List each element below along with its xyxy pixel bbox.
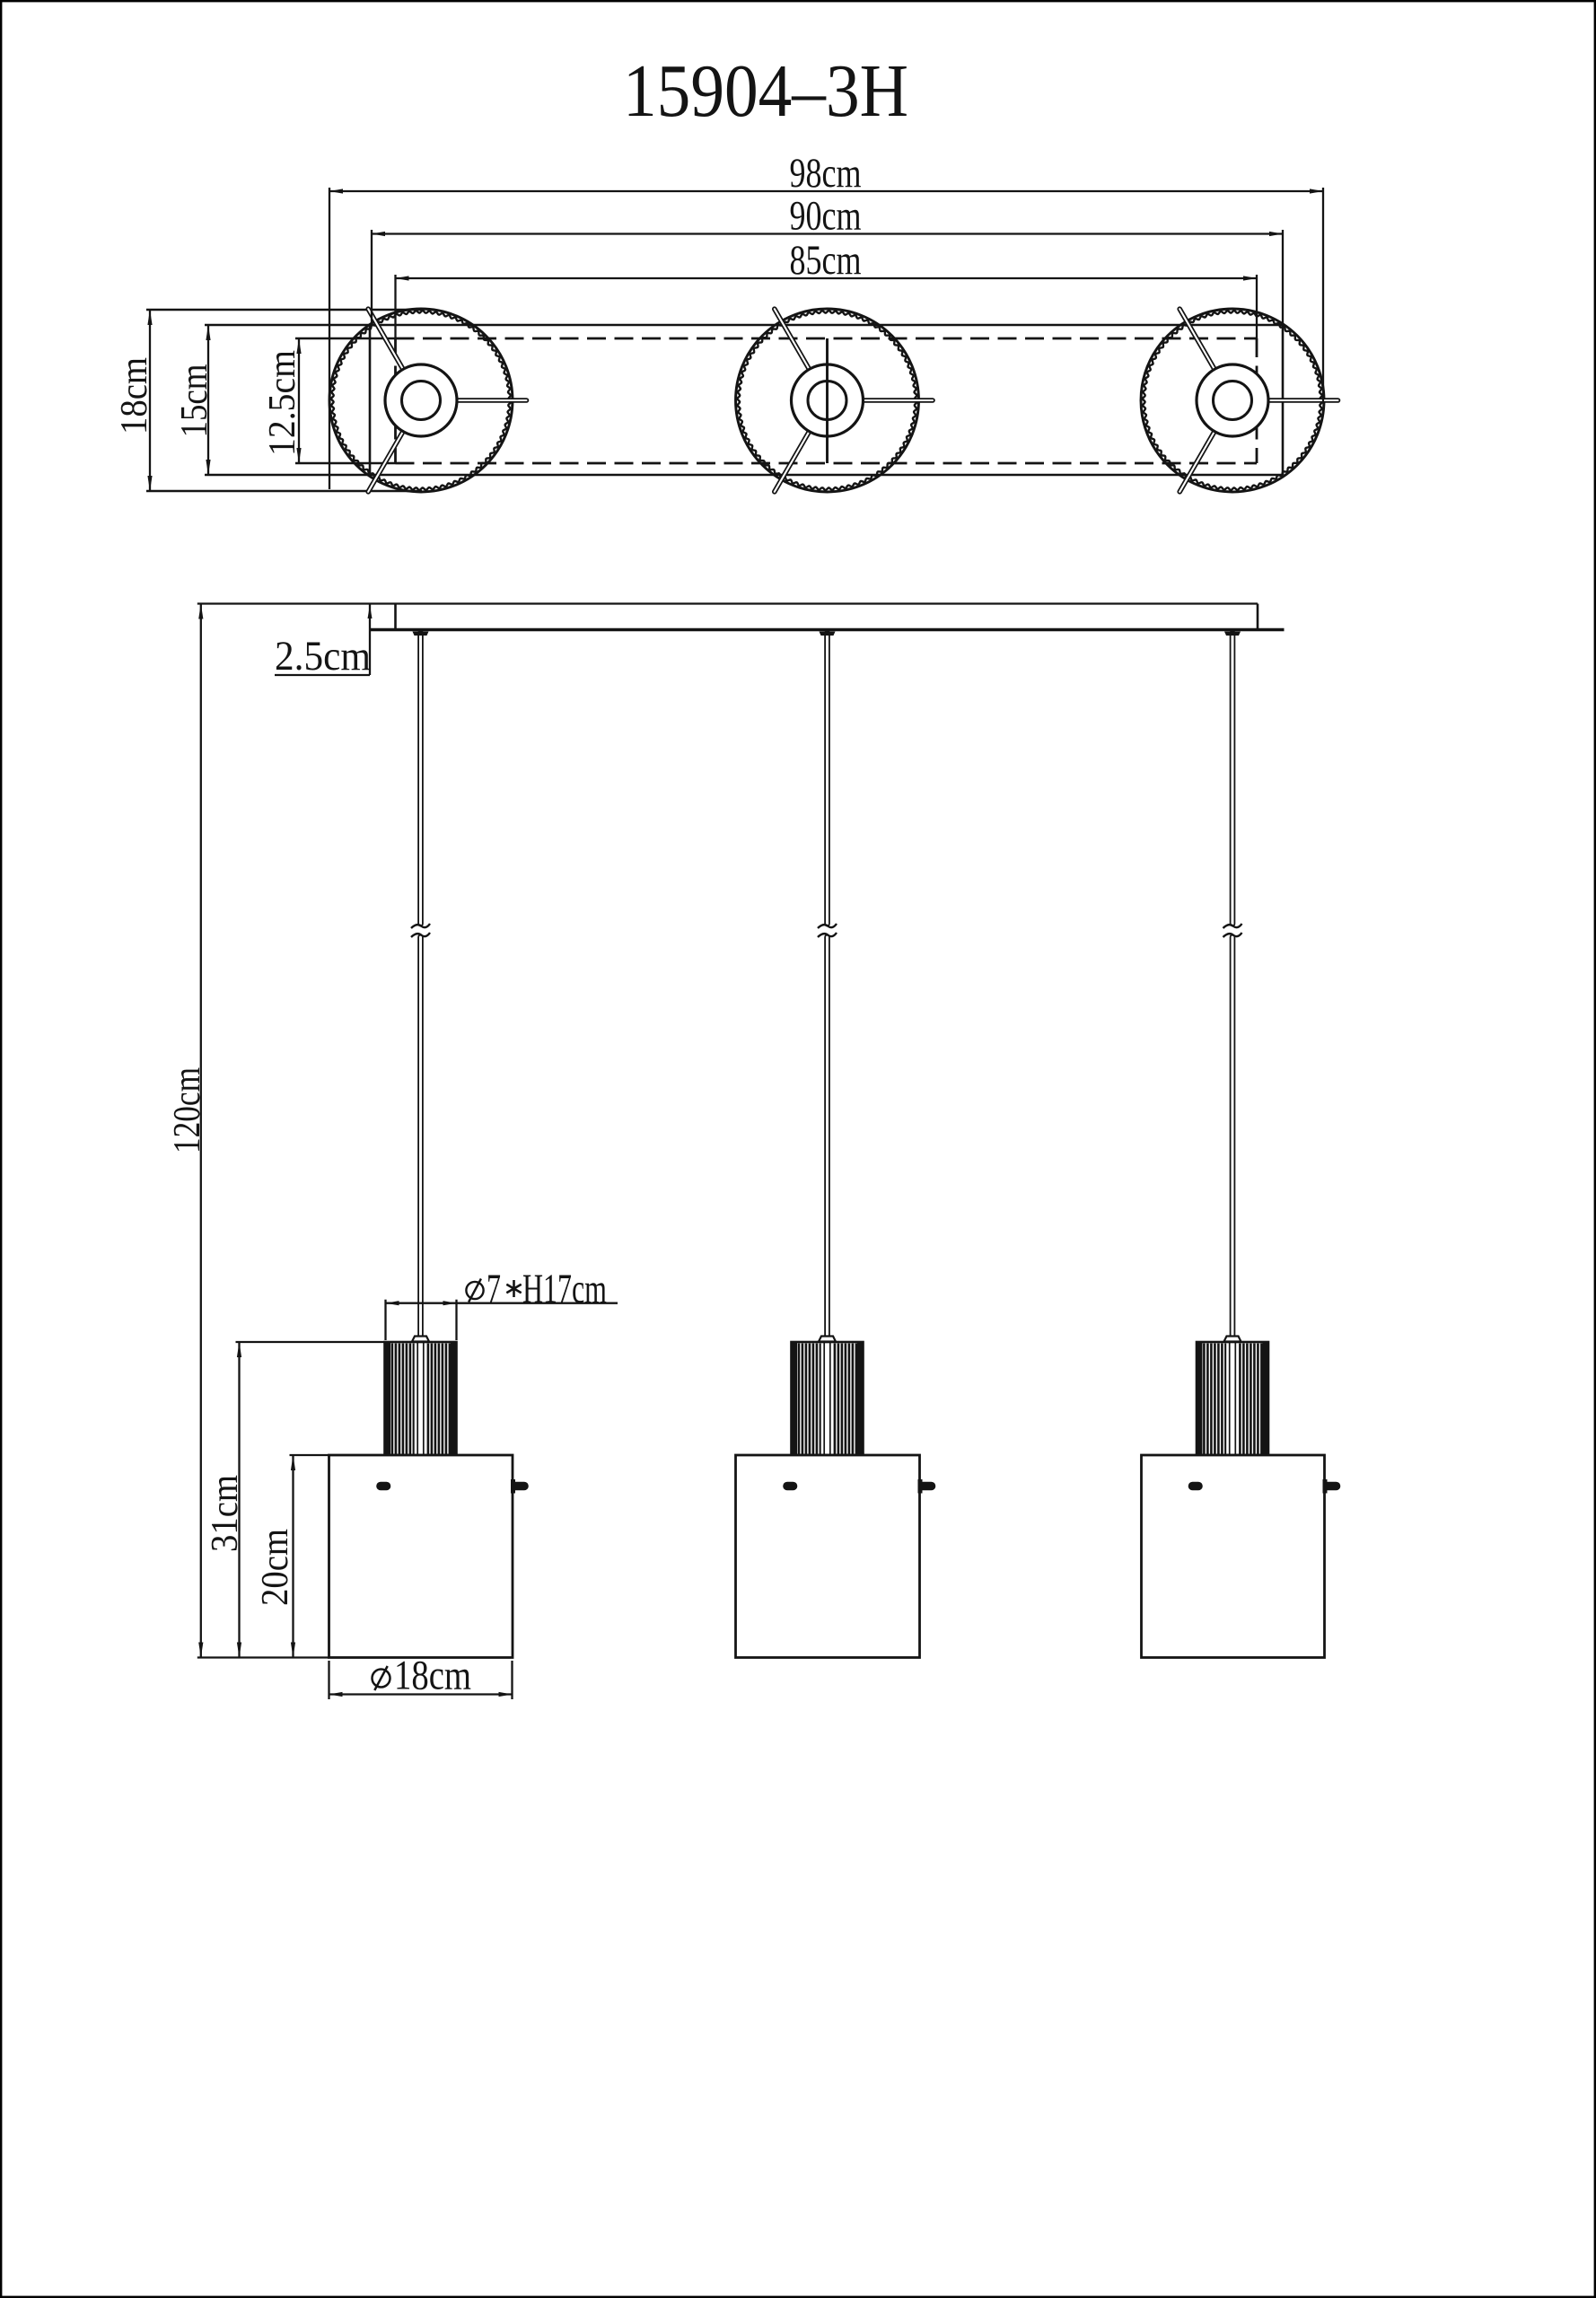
svg-text:98cm: 98cm <box>790 150 862 197</box>
svg-text:20cm: 20cm <box>255 1529 296 1606</box>
svg-text:18cm: 18cm <box>394 1653 471 1699</box>
svg-text:12.5cm: 12.5cm <box>262 350 303 456</box>
svg-text:120cm: 120cm <box>167 1067 208 1153</box>
svg-text:90cm: 90cm <box>790 193 862 240</box>
svg-text:15904–3H: 15904–3H <box>623 49 908 133</box>
svg-text:H17cm: H17cm <box>522 1266 607 1312</box>
svg-text:2.5cm: 2.5cm <box>275 633 371 680</box>
svg-text:85cm: 85cm <box>790 237 862 284</box>
svg-text:15cm: 15cm <box>174 364 215 437</box>
svg-text:31cm: 31cm <box>205 1475 246 1552</box>
svg-text:7: 7 <box>487 1266 501 1312</box>
svg-text:18cm: 18cm <box>114 357 155 434</box>
